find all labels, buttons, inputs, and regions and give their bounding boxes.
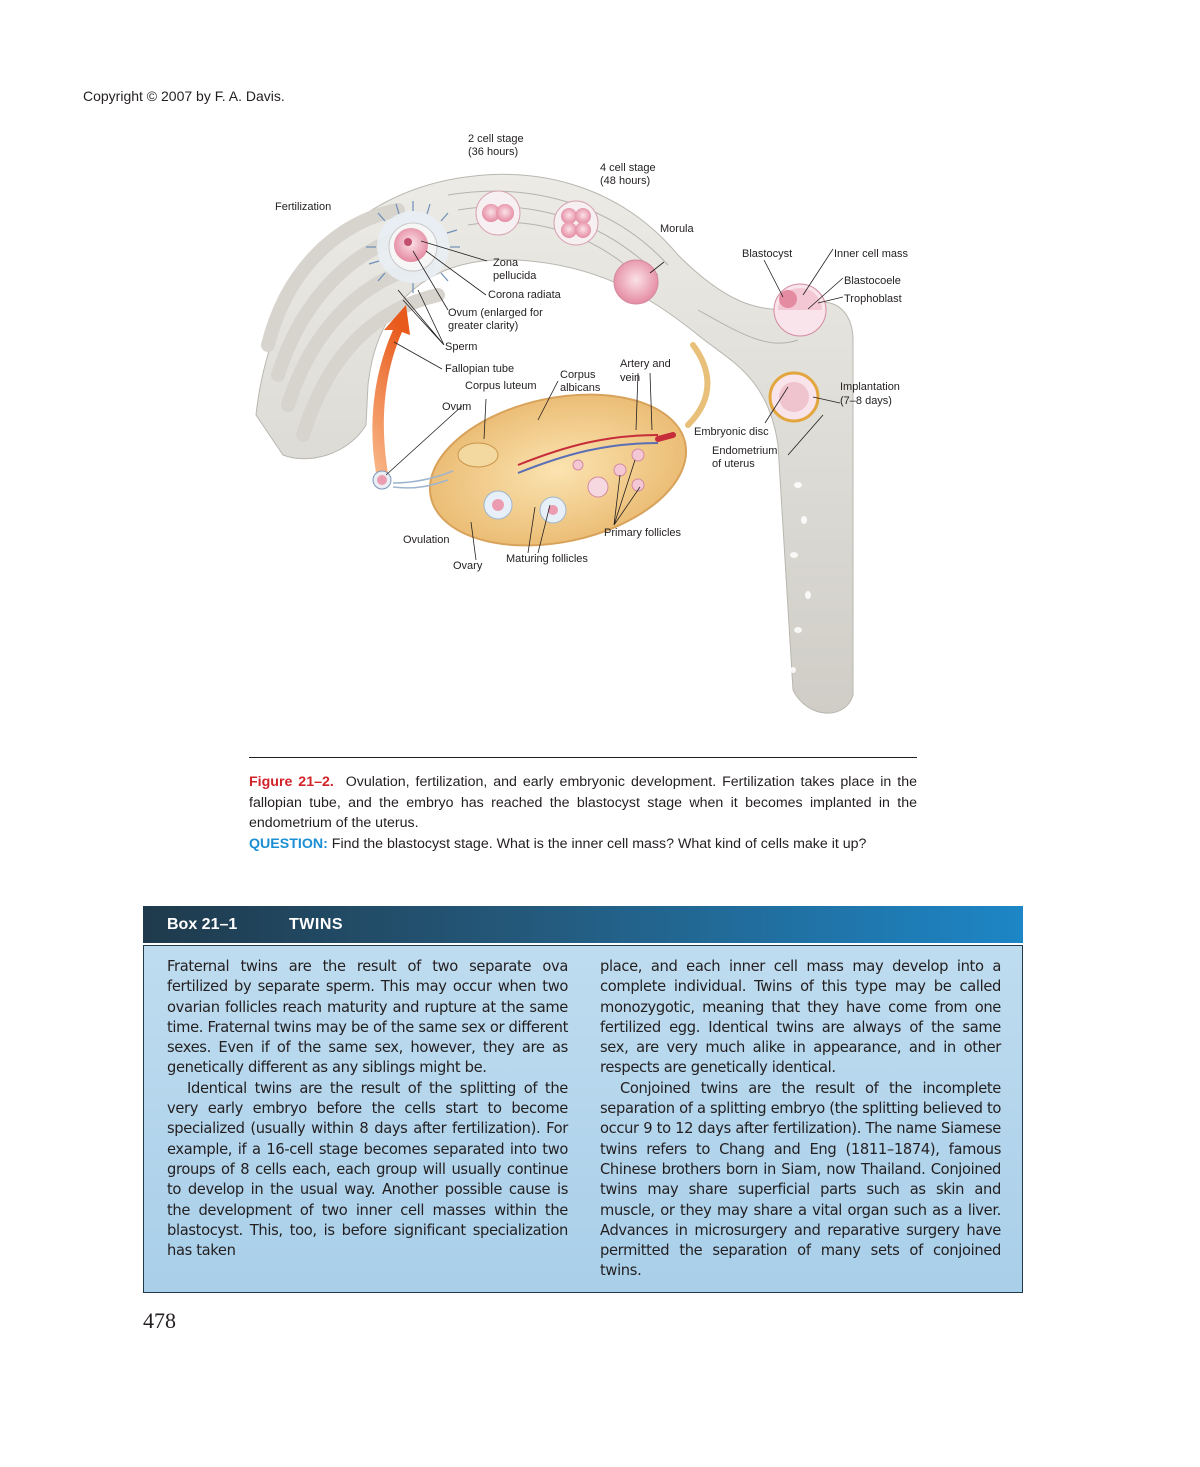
endometrium-glands [790, 482, 811, 673]
box-number: Box 21–1 [167, 916, 238, 933]
label-corona-radiata: Corona radiata [488, 289, 562, 301]
box-title: TWINS [289, 916, 344, 933]
label-corpus: Corpus [560, 369, 596, 381]
fertilization-ovum [366, 201, 460, 293]
implanting-blastocyst [768, 371, 820, 423]
label-ovum-enlarged: Ovum (enlarged for [448, 307, 543, 319]
figure-caption-text: Ovulation, fertilization, and early embr… [249, 774, 917, 832]
label-blastocoele: Blastocoele [844, 275, 901, 287]
figure-labels: 2 cell stage (36 hours) 4 cell stage (48… [275, 133, 908, 572]
question-text: Find the blastocyst stage. What is the i… [331, 835, 867, 852]
label-ovum: Ovum [442, 401, 471, 413]
label-fertilization: Fertilization [275, 201, 331, 213]
ovary [428, 342, 711, 547]
identical-twins-paragraph: Identical twins are the result of the sp… [167, 1079, 568, 1260]
label-greater-clarity: greater clarity) [448, 320, 518, 332]
label-vein: vein [620, 372, 640, 384]
copyright-notice: Copyright © 2007 by F. A. Davis. [83, 88, 285, 104]
box-body: Fraternal twins are the result of two se… [143, 945, 1023, 1293]
page-number: 478 [143, 1308, 176, 1333]
monozygotic-paragraph: place, and each inner cell mass may deve… [600, 958, 1001, 1077]
label-primary-follicles: Primary follicles [604, 527, 682, 539]
box-column-right: place, and each inner cell mass may deve… [600, 957, 1001, 1282]
blastocyst [773, 283, 827, 337]
figure-caption: Figure 21–2. Ovulation, fertilization, a… [249, 772, 917, 854]
label-four-cell-hours: (48 hours) [600, 175, 650, 187]
caption-rule [249, 757, 917, 758]
label-fallopian-tube: Fallopian tube [445, 363, 514, 375]
illustration-svg: 2 cell stage (36 hours) 4 cell stage (48… [255, 133, 908, 714]
ovulation-path-arrow [372, 305, 410, 473]
figure-number: Figure 21–2. [249, 774, 334, 790]
two-cell-stage [475, 190, 521, 236]
label-embryonic-disc: Embryonic disc [694, 426, 769, 438]
label-inner-cell-mass: Inner cell mass [834, 248, 908, 260]
label-morula: Morula [660, 223, 695, 235]
label-implantation: Implantation [840, 381, 900, 393]
label-two-cell-stage: 2 cell stage [468, 133, 524, 145]
label-trophoblast: Trophoblast [844, 293, 902, 305]
box-column-left: Fraternal twins are the result of two se… [167, 957, 568, 1261]
question-label: QUESTION: [249, 835, 328, 852]
label-zona: Zona [493, 257, 519, 269]
conjoined-twins-paragraph: Conjoined twins are the result of the in… [600, 1079, 1001, 1280]
label-of-uterus: of uterus [712, 458, 755, 470]
label-implantation-days: (7–8 days) [840, 395, 892, 407]
box-header: Box 21–1 TWINS [143, 906, 1023, 943]
label-sperm: Sperm [445, 341, 477, 353]
embryonic-development-illustration: 2 cell stage (36 hours) 4 cell stage (48… [248, 125, 928, 745]
leader-lines [385, 240, 844, 561]
fraternal-twins-paragraph: Fraternal twins are the result of two se… [167, 958, 568, 1077]
fallopian-tube-shape [255, 173, 854, 714]
label-maturing-follicles: Maturing follicles [506, 553, 588, 565]
label-pellucida: pellucida [493, 270, 537, 282]
label-blastocyst: Blastocyst [742, 248, 792, 260]
label-corpus-luteum: Corpus luteum [465, 380, 537, 392]
label-ovulation: Ovulation [403, 534, 449, 546]
label-four-cell-stage: 4 cell stage [600, 162, 656, 174]
label-endometrium: Endometrium [712, 445, 777, 457]
ovulated-ovum [372, 470, 454, 490]
label-albicans: albicans [560, 382, 601, 394]
label-artery-and: Artery and [620, 358, 671, 370]
morula [613, 259, 659, 305]
four-cell-stage [553, 200, 599, 246]
label-ovary: Ovary [453, 560, 483, 572]
label-two-cell-hours: (36 hours) [468, 146, 518, 158]
fimbriae-shape [261, 203, 445, 442]
